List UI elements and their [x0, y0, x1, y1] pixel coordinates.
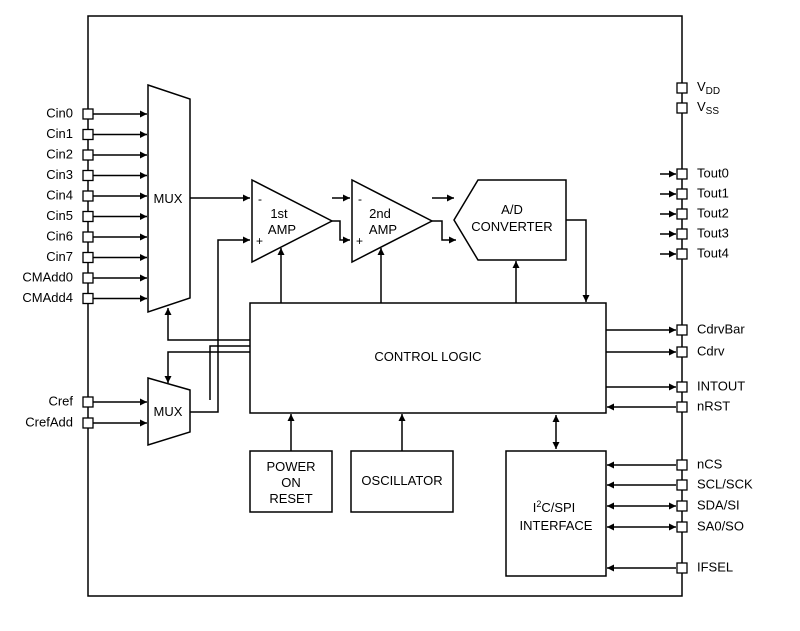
mux-top-label: MUX [154, 191, 183, 206]
amp-1st: - + 1st AMP [251, 178, 334, 264]
pin-crefadd [82, 417, 94, 429]
pin-nrst [676, 401, 688, 413]
pin-label-cdrvbar: CdrvBar [697, 321, 745, 336]
pin-tout2 [676, 208, 688, 220]
pin-sda-si [676, 500, 688, 512]
pin-vdd-sub: DD [706, 86, 720, 97]
pin-tout3 [676, 228, 688, 240]
pin-cin6 [82, 231, 94, 243]
pin-cin1 [82, 128, 94, 141]
pin-tout4 [676, 248, 688, 260]
iface-label-2: INTERFACE [520, 518, 593, 533]
amp-1st-label-1: 1st [270, 206, 288, 221]
i2c-spi-interface: I2C/SPI INTERFACE [505, 450, 607, 577]
pin-label-cin7: Cin7 [46, 249, 73, 264]
pin-label-crefadd: CrefAdd [25, 414, 73, 429]
pin-tout1 [676, 188, 688, 200]
pin-label-cdrv: Cdrv [697, 343, 725, 358]
pin-cdrvbar [676, 324, 688, 336]
iface-i: I [533, 500, 537, 515]
oscillator: OSCILLATOR [350, 450, 454, 513]
pin-sa0-so [676, 521, 688, 533]
chip-outline [87, 15, 683, 597]
amp-2nd-label-2: AMP [369, 222, 397, 237]
por-label-2: ON [281, 475, 301, 490]
pin-label-cin5: Cin5 [46, 208, 73, 223]
pin-cin0 [82, 108, 94, 120]
pin-cin5 [82, 210, 94, 223]
pin-label-sa0-so: SA0/SO [697, 518, 744, 533]
iface-label-1: I2C/SPI [533, 499, 576, 515]
pin-vss [676, 102, 688, 114]
pin-vss-sub: SS [706, 106, 720, 117]
adc-label-1: A/D [501, 202, 523, 217]
amp-1st-minus: - [258, 192, 262, 206]
pin-label-tout4: Tout4 [697, 245, 729, 260]
pin-label-nrst: nRST [697, 398, 730, 413]
amp-2nd: - + 2nd AMP [351, 178, 434, 264]
pin-cmadd0 [82, 272, 94, 284]
pin-cin2 [82, 149, 94, 161]
pin-cin7 [82, 251, 94, 264]
pin-label-vss: VSS [697, 99, 719, 116]
oscillator-label: OSCILLATOR [361, 473, 442, 488]
pin-label-tout3: Tout3 [697, 225, 729, 240]
pin-label-cin6: Cin6 [46, 228, 73, 243]
power-on-reset: POWER ON RESET [249, 450, 333, 513]
pin-label-cin4: Cin4 [46, 187, 73, 202]
pin-label-cref: Cref [48, 393, 73, 408]
pin-cin3 [82, 169, 94, 182]
pin-vss-main: V [697, 99, 706, 114]
pin-label-ifsel: IFSEL [697, 559, 733, 574]
pin-label-ncs: nCS [697, 456, 723, 471]
pin-label-cin2: Cin2 [46, 146, 73, 161]
pin-label-tout2: Tout2 [697, 205, 729, 220]
por-label-1: POWER [266, 459, 315, 474]
pin-label-cin1: Cin1 [46, 126, 73, 141]
pin-label-sda-si: SDA/SI [697, 497, 740, 512]
pin-label-tout0: Tout0 [697, 165, 729, 180]
pin-intout [676, 381, 688, 393]
pin-cin4 [82, 190, 94, 202]
pin-label-vdd: VDD [697, 79, 720, 96]
pin-scl-sck [676, 479, 688, 491]
pin-vdd [676, 82, 688, 94]
pin-label-cin3: Cin3 [46, 167, 73, 182]
pin-ncs [676, 459, 688, 471]
mux-bottom-label: MUX [154, 404, 183, 419]
amp-2nd-plus: + [356, 234, 363, 248]
control-logic: CONTROL LOGIC [249, 302, 607, 414]
pin-vdd-main: V [697, 79, 706, 94]
amp-1st-plus: + [256, 234, 263, 248]
pin-label-scl-sck: SCL/SCK [697, 476, 753, 491]
amp-2nd-label-1: 2nd [369, 206, 391, 221]
pin-tout0 [676, 168, 688, 180]
pins-group: Cin0Cin1Cin2Cin3Cin4Cin5Cin6Cin7CMAdd0CM… [22, 79, 753, 574]
pin-label-tout1: Tout1 [697, 185, 729, 200]
iface-rest: C/SPI [541, 500, 575, 515]
iface-sup: 2 [536, 499, 541, 509]
pin-label-intout: INTOUT [697, 378, 745, 393]
pin-cmadd4 [82, 292, 94, 305]
pin-label-cmadd4: CMAdd4 [22, 290, 73, 305]
pin-label-cin0: Cin0 [46, 105, 73, 120]
connections [164, 194, 590, 451]
pin-cdrv [676, 346, 688, 358]
por-label-3: RESET [269, 491, 312, 506]
amp-1st-label-2: AMP [268, 222, 296, 237]
mux-bottom: MUX [147, 377, 191, 447]
pin-ifsel [676, 562, 688, 574]
adc-label-2: CONVERTER [471, 219, 552, 234]
pin-label-cmadd0: CMAdd0 [22, 269, 73, 284]
ad-converter: A/D CONVERTER [453, 179, 567, 261]
mux-top: MUX [147, 83, 191, 314]
control-logic-label: CONTROL LOGIC [374, 349, 481, 364]
amp-2nd-minus: - [358, 192, 362, 206]
pin-cref [82, 396, 94, 408]
